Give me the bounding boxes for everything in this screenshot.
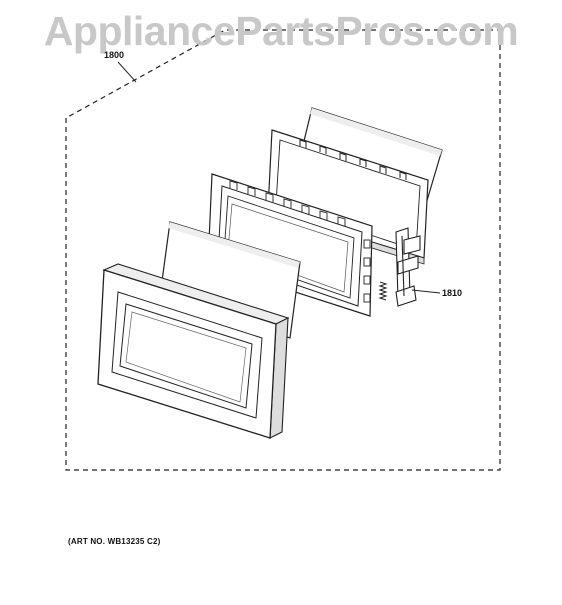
watermark-logo: AppliancePartsPros.com [43, 8, 519, 54]
art-number: (ART NO. WB13235 C2) [68, 537, 161, 546]
callout-1810-leader [411, 289, 441, 294]
callout-1800-leader [117, 61, 137, 83]
assembly-boundary [65, 29, 501, 471]
latch-assembly [395, 227, 421, 307]
front-glass-panel [159, 221, 301, 339]
callout-1800: 1800 [104, 50, 125, 60]
outer-door-frame [97, 263, 290, 439]
latch-spring [378, 281, 388, 301]
callout-1810: 1810 [442, 288, 463, 298]
